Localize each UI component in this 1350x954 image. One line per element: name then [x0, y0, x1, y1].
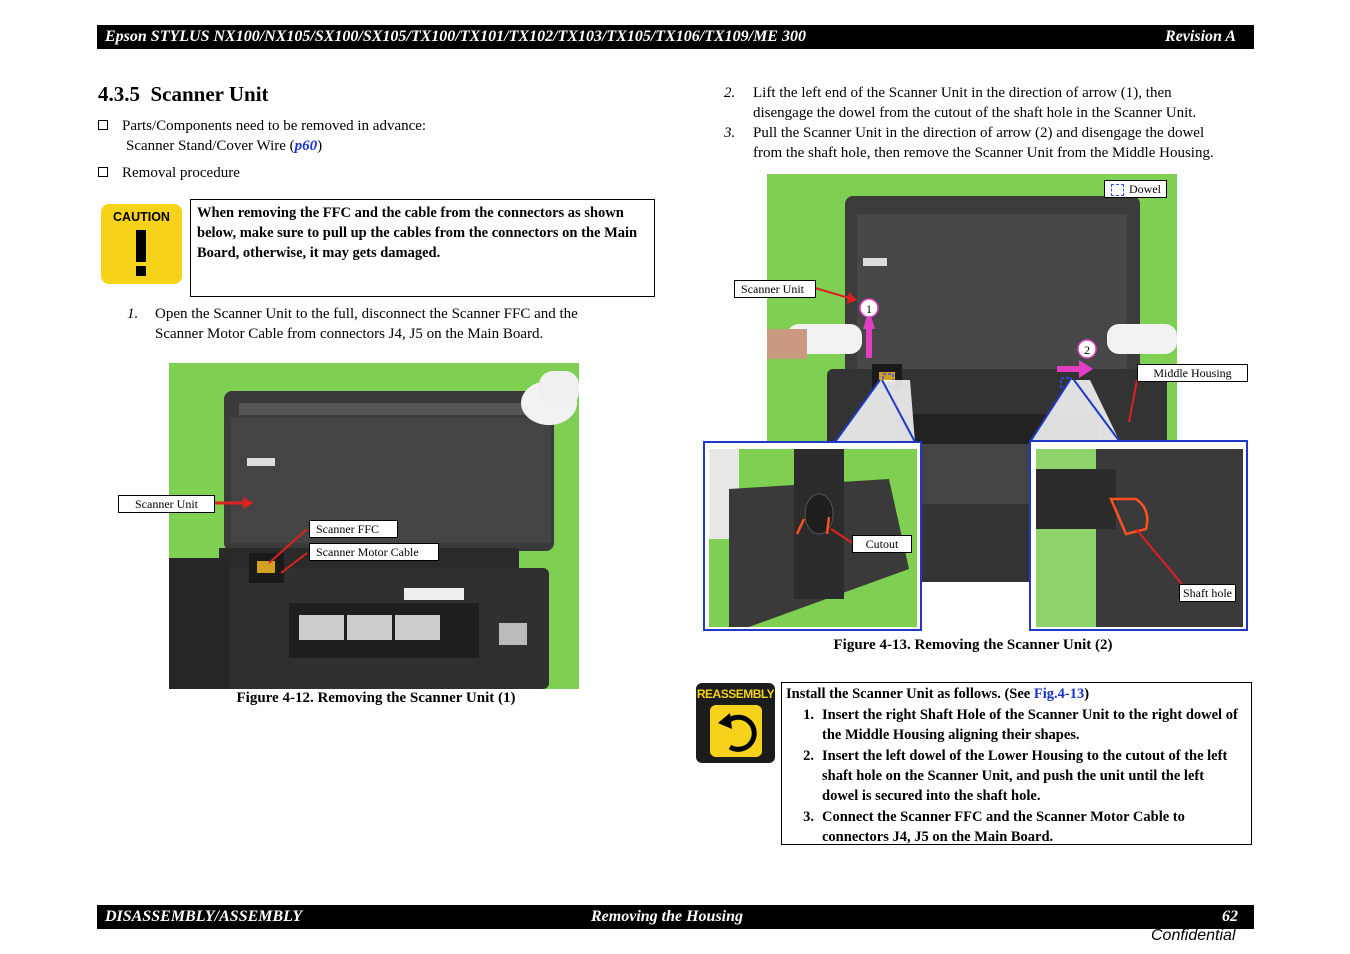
section-title: Scanner Unit — [150, 82, 269, 106]
section-number: 4.3.5 — [98, 82, 140, 106]
header-title: Epson STYLUS NX100/NX105/SX100/SX105/TX1… — [105, 28, 806, 45]
caution-box: When removing the FFC and the cable from… — [190, 199, 655, 297]
reassembly-step: 2.Insert the left dowel of the Lower Hou… — [803, 748, 1228, 804]
step-2: 2.Lift the left end of the Scanner Unit … — [724, 85, 1197, 121]
reassembly-step: 3.Connect the Scanner FFC and the Scanne… — [803, 809, 1185, 845]
footer-bar: DISASSEMBLY/ASSEMBLY Removing the Housin… — [97, 905, 1254, 929]
inset-cutout — [703, 441, 922, 631]
label-cutout: Cutout — [852, 535, 912, 553]
figure-4-12-photo — [169, 363, 579, 689]
figure-4-12-caption: Figure 4-12. Removing the Scanner Unit (… — [236, 690, 516, 706]
caution-text: When removing the FFC and the cable from… — [197, 205, 638, 261]
undo-arrow-icon — [710, 705, 762, 757]
procedure-label: Removal procedure — [98, 163, 240, 183]
header-revision: Revision A — [1165, 28, 1236, 45]
figure-4-13-caption: Figure 4-13. Removing the Scanner Unit (… — [833, 637, 1113, 653]
fig-4-13-link[interactable]: Fig.4-13 — [1033, 686, 1085, 702]
label-shaft-hole: Shaft hole — [1179, 584, 1236, 602]
label-scanner-unit-fig13: Scanner Unit — [734, 280, 816, 298]
caution-badge: CAUTION — [101, 204, 182, 284]
inset-shaft-hole — [1029, 440, 1248, 631]
caution-label: CAUTION — [113, 210, 170, 224]
reassembly-intro: Install the Scanner Unit as follows. (Se… — [786, 686, 1090, 702]
checkbox-bullet-icon — [98, 120, 108, 130]
prereq-block: Parts/Components need to be removed in a… — [98, 116, 426, 156]
reassembly-box: Install the Scanner Unit as follows. (Se… — [781, 682, 1252, 845]
exclamation-icon — [136, 230, 146, 262]
reassembly-badge: REASSEMBLY — [696, 683, 775, 763]
checkbox-bullet-icon — [98, 167, 108, 177]
label-scanner-unit-fig12: Scanner Unit — [118, 495, 215, 513]
prereq-link[interactable]: p60 — [294, 138, 318, 154]
inset-cutout-photo — [709, 449, 917, 627]
callout-lines — [834, 379, 1121, 443]
footer-center: Removing the Housing — [591, 908, 744, 925]
header-bar: Epson STYLUS NX100/NX105/SX100/SX105/TX1… — [97, 25, 1254, 49]
label-middle-housing: Middle Housing — [1137, 364, 1248, 382]
prereq-line2: Scanner Stand/Cover Wire (p60) — [126, 138, 323, 154]
confidential-label: Confidential — [1151, 927, 1236, 944]
label-dowel: Dowel — [1104, 180, 1167, 198]
exclamation-dot — [136, 266, 146, 276]
footer-left: DISASSEMBLY/ASSEMBLY — [105, 908, 303, 925]
reassembly-label: REASSEMBLY — [696, 687, 775, 701]
step-1: 1.Open the Scanner Unit to the full, dis… — [127, 306, 578, 342]
reassembly-step: 1.Insert the right Shaft Hole of the Sca… — [803, 707, 1238, 743]
dowel-marker-icon — [1111, 184, 1124, 197]
prereq-line1: Parts/Components need to be removed in a… — [122, 118, 427, 134]
step-3: 3.Pull the Scanner Unit in the direction… — [724, 125, 1214, 161]
section-heading: 4.3.5 Scanner Unit — [98, 82, 269, 107]
arrow-2-label: 2 — [1084, 343, 1090, 357]
arrow-1-label: 1 — [866, 302, 872, 316]
label-scanner-motor-cable: Scanner Motor Cable — [309, 543, 439, 561]
label-scanner-ffc: Scanner FFC — [309, 520, 398, 538]
footer-page: 62 — [1222, 908, 1238, 925]
reassembly-steps: 1.Insert the right Shaft Hole of the Sca… — [786, 705, 1247, 847]
printer-illustration — [169, 371, 579, 689]
